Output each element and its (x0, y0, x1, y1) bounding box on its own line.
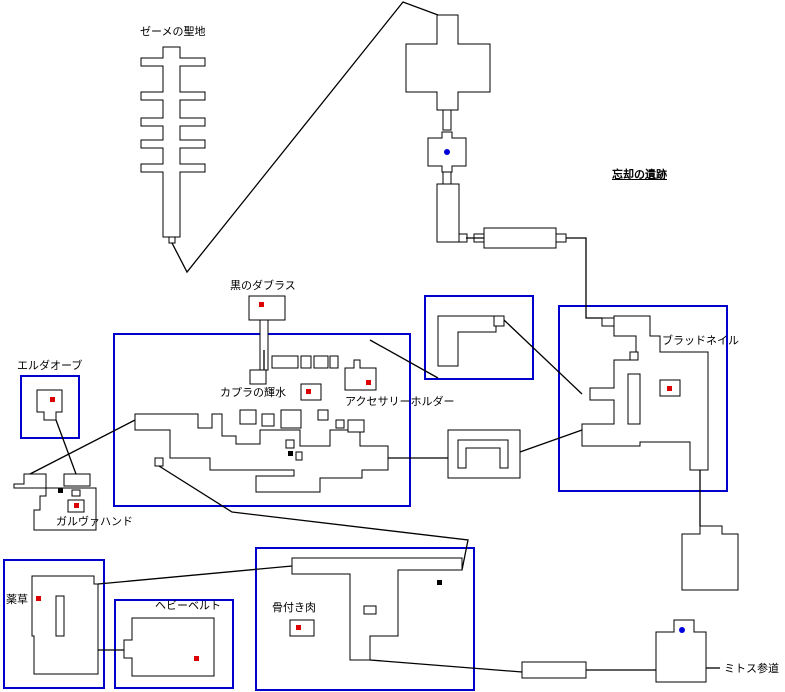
room-central-c (300, 355, 312, 369)
room-blood-inner (627, 373, 641, 425)
treasure-markers (36, 302, 672, 661)
room-corridor-bottom (521, 661, 587, 679)
room-galva (13, 473, 97, 531)
treasure-yakusou (36, 596, 41, 601)
area-border-hone (255, 547, 475, 691)
room-loop (447, 429, 521, 479)
warp-point-mitos (679, 627, 685, 633)
room-galva-small (71, 489, 81, 497)
area-border-upper-mid (424, 295, 534, 380)
path-accessory-upper (369, 339, 439, 379)
room-blood-main (581, 315, 709, 471)
path-elda-galva (55, 419, 77, 475)
label-blood: ブラッドネイル (662, 334, 739, 347)
treasure-blood (667, 386, 672, 391)
room-central-h (280, 409, 302, 429)
room-central-a (249, 369, 267, 385)
room-accessory (344, 359, 377, 391)
treasure-kuro (259, 302, 264, 307)
label-kuro: 黒のダブラス (230, 279, 296, 292)
label-zeme: ゼーメの聖地 (140, 25, 206, 38)
room-central-stem (154, 457, 164, 467)
room-kuro (248, 295, 286, 321)
room-elda (36, 389, 63, 421)
room-galva-upper (63, 473, 91, 487)
treasure-elda (50, 397, 55, 402)
room-central-i (317, 409, 329, 421)
area-border-blood (558, 305, 728, 492)
room-yakusou-pillar (55, 595, 65, 637)
room-zeme-stem (168, 236, 176, 244)
label-kapura: カプラの輝水 (220, 386, 286, 399)
room-central-b (271, 355, 299, 369)
treasure-heavy (194, 656, 199, 661)
label-accessory: アクセサリーホルダー (345, 395, 455, 408)
room-zeme-comb (140, 46, 206, 238)
room-yakusou (31, 575, 99, 675)
label-mitos: ミトス参道 (724, 662, 779, 675)
room-top-column-top (442, 171, 452, 185)
room-central-k (347, 419, 365, 433)
marker-black-central (288, 451, 293, 456)
room-hone-chest-box (289, 619, 315, 637)
connectors (29, 1, 720, 673)
area-border-elda (20, 375, 80, 439)
room-hone-small (363, 605, 377, 615)
marker-black-hone (437, 580, 442, 585)
treasure-kapura (306, 389, 311, 394)
room-central-f (239, 409, 257, 425)
room-top-cross (405, 14, 491, 111)
path-central-galva (29, 419, 136, 475)
room-central-e (329, 355, 339, 369)
room-hone (291, 557, 463, 661)
path-loop-blood (519, 429, 583, 453)
map-title: 忘却の遺跡 (612, 168, 667, 181)
room-central-j (335, 419, 345, 429)
room-central-g (261, 413, 275, 427)
room-top-column-end (458, 233, 468, 243)
room-corridor-top (483, 227, 557, 249)
path-yakusou-hone (97, 565, 293, 585)
room-blood-step (601, 317, 615, 327)
room-mitos (655, 619, 707, 683)
room-central-m (295, 451, 303, 461)
path-upper-mid-blood (503, 319, 583, 395)
room-central-main (134, 413, 389, 493)
area-border-heavy (114, 599, 234, 689)
treasure-accessory (366, 380, 371, 385)
room-top-column (436, 183, 460, 243)
room-upper-mid (437, 315, 497, 367)
room-bottom-right-cup (681, 525, 739, 591)
label-yakusou: 薬草 (6, 593, 28, 606)
warp-point-top (444, 149, 450, 155)
area-border-yakusou (3, 559, 105, 689)
label-elda: エルダオーブ (17, 359, 83, 372)
treasure-galva (74, 503, 79, 508)
path-hone-corridor (369, 659, 523, 673)
rooms (13, 14, 739, 683)
room-central-d (313, 355, 329, 369)
room-central-l (285, 439, 295, 449)
room-corridor-top-r (555, 233, 567, 243)
room-upper-mid-end (493, 315, 505, 327)
black-markers (58, 451, 442, 585)
label-galva: ガルヴァハンド (56, 515, 133, 528)
label-heavy: ヘビーベルト (155, 599, 221, 612)
room-blood-notch (629, 351, 639, 361)
room-top-neck (442, 109, 452, 131)
path-top-right (566, 237, 602, 319)
path-zeme-top (171, 1, 439, 274)
treasure-hone (296, 625, 301, 630)
label-hone: 骨付き肉 (272, 601, 316, 614)
room-heavy (123, 617, 215, 677)
marker-black-galva (58, 488, 63, 493)
path-central-stem (158, 465, 469, 571)
warp-markers (444, 149, 685, 633)
